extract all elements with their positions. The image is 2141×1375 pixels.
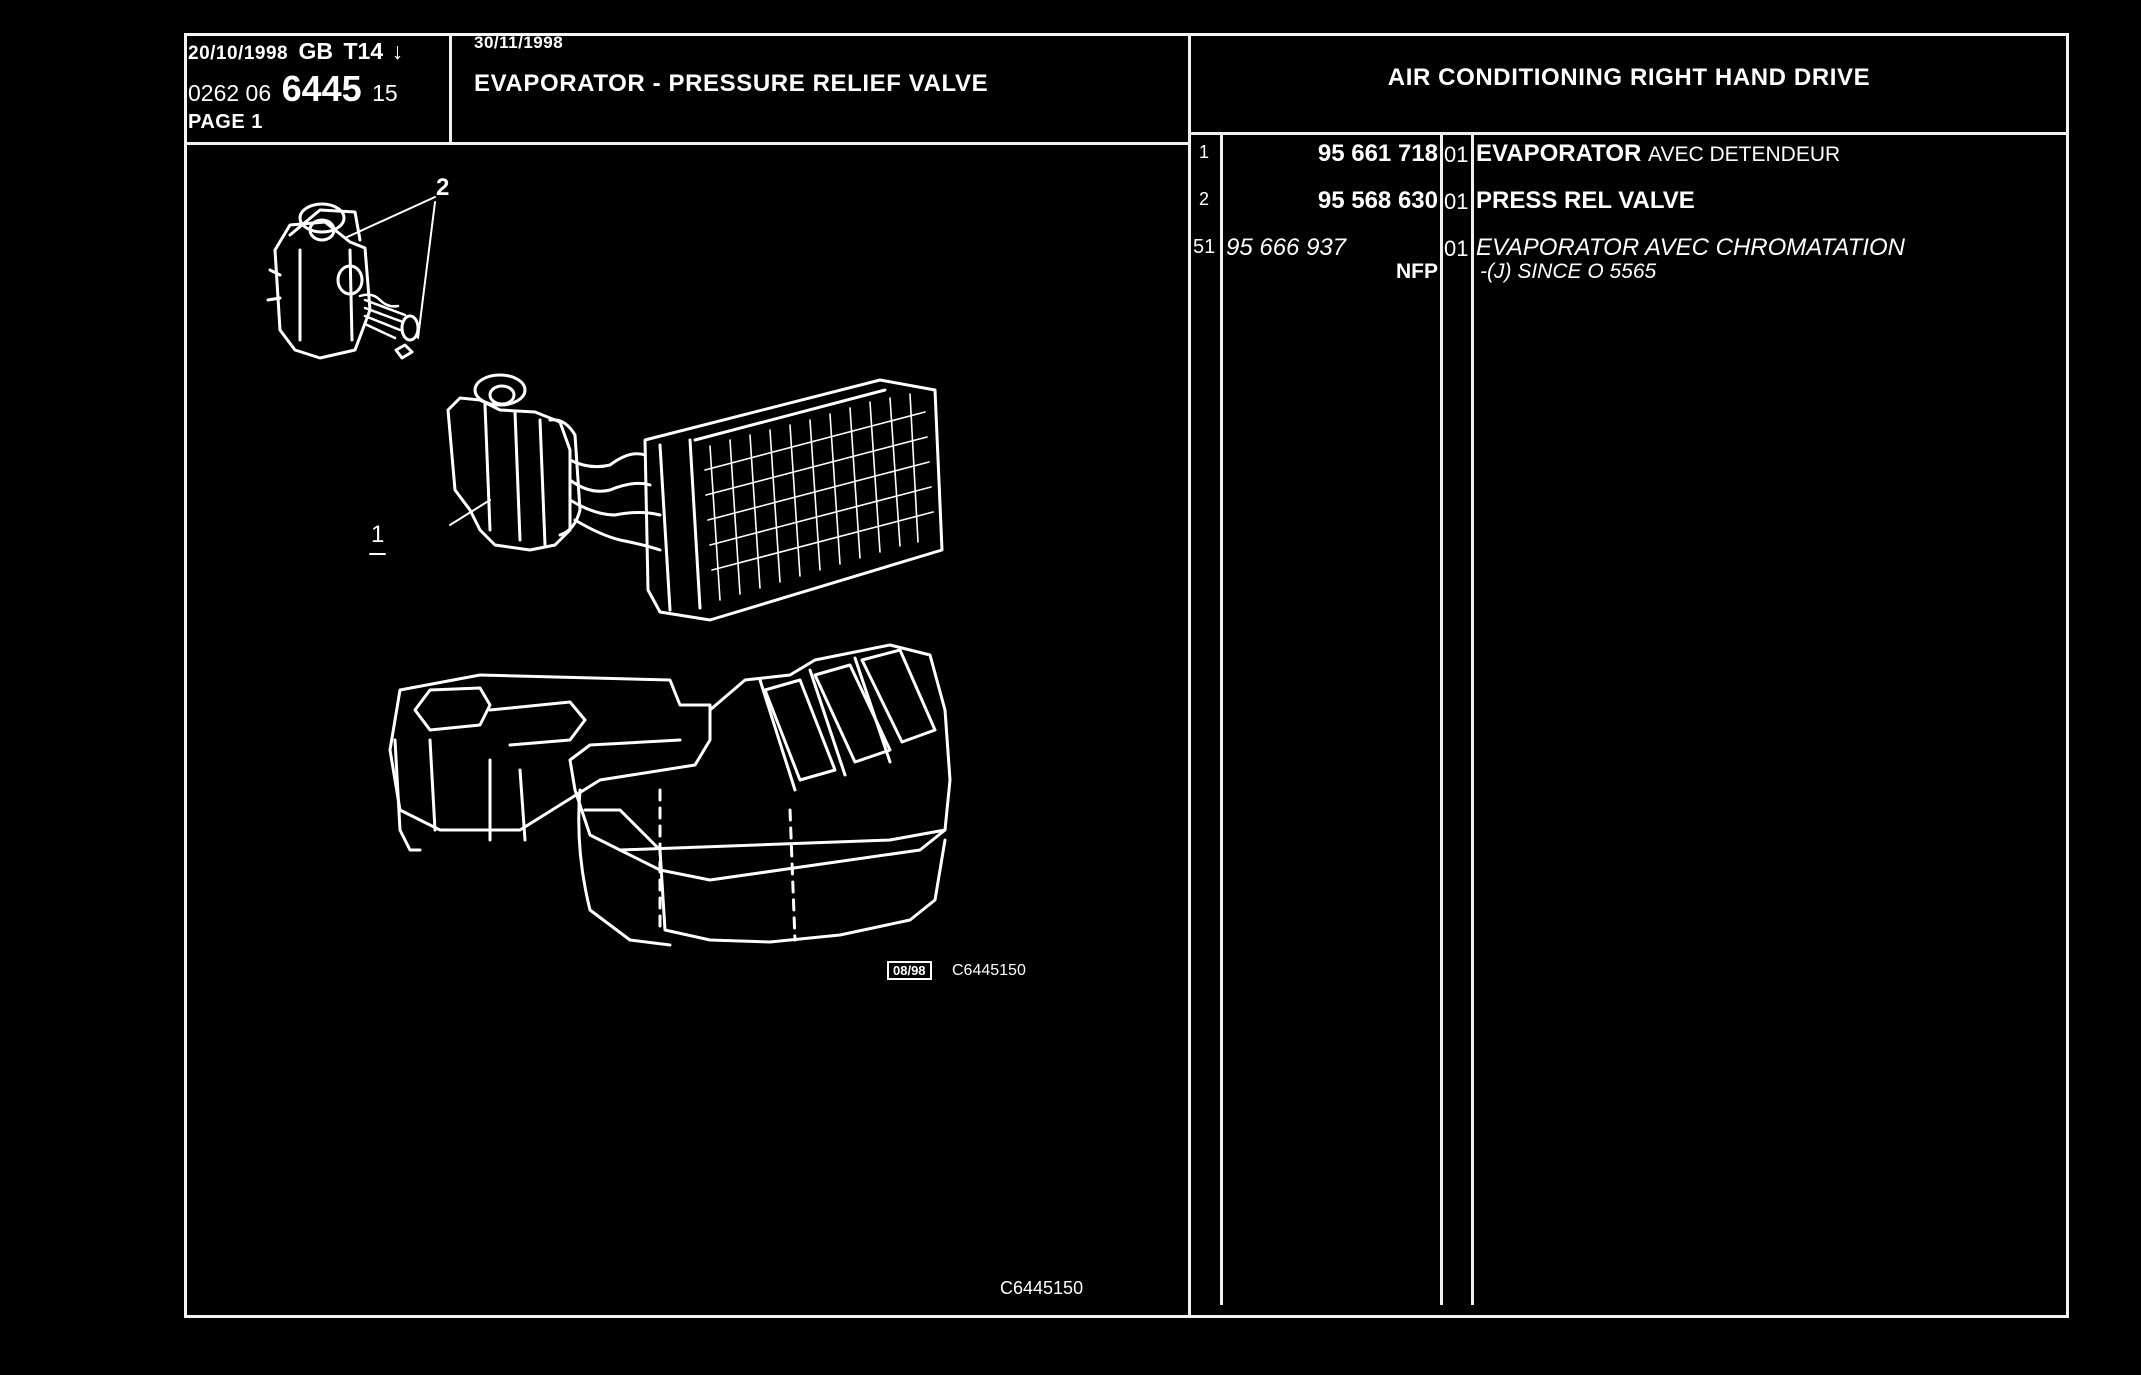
- date-box: 08/98: [887, 961, 932, 980]
- row-part-number: 95 661 718: [1317, 140, 1438, 167]
- table-row[interactable]: 51 95 666 937 NFP 01 EVAPORATOR AVEC CHR…: [1190, 232, 2068, 292]
- figure-ref: 08/98 C6445150: [887, 961, 1026, 980]
- evaporator-core-drawing: [446, 373, 944, 622]
- header-ref-block: 20/10/1998 GB T14 ↓ 0262 06 6445 15 PAGE…: [188, 38, 446, 140]
- row-description: EVAPORATOR AVEC DETENDEUR: [1476, 140, 1840, 168]
- row-desc-main: EVAPORATOR AVEC CHROMATATION: [1476, 234, 1905, 261]
- row-part-number: 95 666 937: [1226, 234, 1347, 261]
- row-note: -(J) SINCE O 5565: [1480, 260, 1657, 283]
- table-row[interactable]: 2 95 568 630 01 PRESS REL VALVE: [1190, 183, 2068, 223]
- callout-2: 2: [436, 174, 450, 201]
- row-nfp: NFP: [1396, 260, 1438, 283]
- panel-divider: [1188, 33, 1191, 1318]
- evaporator-housing-drawing: [388, 643, 952, 947]
- row-ref: 1: [1199, 142, 1210, 162]
- right-header-title: AIR CONDITIONING RIGHT HAND DRIVE: [1387, 64, 1871, 91]
- parts-table: 1 95 661 718 01 EVAPORATOR AVEC DETENDEU…: [1190, 136, 2068, 1306]
- row-desc-main: EVAPORATOR: [1476, 140, 1642, 167]
- section-title: EVAPORATOR - PRESSURE RELIEF VALVE: [474, 70, 989, 97]
- col-divider-part: [1440, 135, 1443, 1305]
- bottom-figure-code: C6445150: [1000, 1278, 1084, 1298]
- row-desc-main: PRESS REL VALVE: [1476, 187, 1695, 214]
- row-ref: 2: [1199, 189, 1210, 209]
- header-bottom-right: [1188, 132, 2069, 135]
- t-code: T14: [343, 38, 384, 64]
- col-divider-ref: [1220, 135, 1223, 1305]
- row-qty: 01: [1444, 236, 1469, 261]
- exploded-diagram: 2 1 08/98 C6445150 C6445150: [190, 150, 1180, 1310]
- row-ref: 51: [1193, 236, 1216, 258]
- row-part-number: 95 568 630: [1317, 187, 1438, 214]
- issue-date: 20/10/1998: [188, 43, 289, 64]
- row-qty: 01: [1444, 189, 1469, 214]
- header-bottom-left: [184, 142, 1188, 145]
- row-qty: 01: [1444, 142, 1469, 167]
- pressure-relief-valve-drawing: [266, 196, 436, 360]
- col-divider-qty: [1471, 135, 1474, 1305]
- header-divider-left: [449, 33, 452, 145]
- callout-1: 1: [371, 521, 385, 548]
- revision-date: 30/11/1998: [474, 33, 564, 52]
- figure-code: C6445150: [952, 962, 1026, 979]
- ref-suffix: 15: [372, 80, 398, 106]
- table-row[interactable]: 1 95 661 718 01 EVAPORATOR AVEC DETENDEU…: [1190, 136, 2068, 176]
- down-arrow-icon: ↓: [391, 38, 404, 64]
- language-code: GB: [298, 38, 334, 64]
- page-frame: [184, 33, 2069, 1318]
- ref-prefix: 0262 06: [188, 80, 272, 106]
- ref-main: 6445: [281, 68, 362, 109]
- row-desc-extra: AVEC DETENDEUR: [1648, 143, 1841, 166]
- page-label: PAGE 1: [188, 111, 263, 133]
